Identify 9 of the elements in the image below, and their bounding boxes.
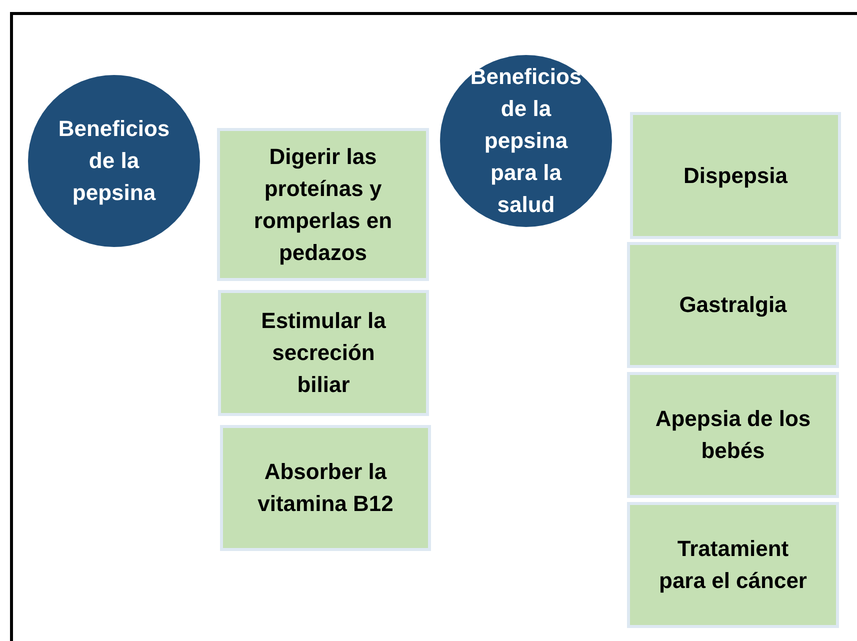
item-box: Tratamient para el cáncer <box>627 502 839 628</box>
topic-circle: Beneficios de la pepsina <box>28 75 200 247</box>
item-box: Digerir las proteínas y romperlas en pedazos <box>217 128 429 281</box>
topic-circle: Beneficios de la pepsina para la salud <box>440 55 612 227</box>
item-box: Absorber la vitamina B12 <box>220 425 431 551</box>
item-box: Dispepsia <box>630 112 841 239</box>
item-box: Estimular la secreción biliar <box>218 290 429 416</box>
item-box: Apepsia de los bebés <box>627 372 839 498</box>
item-box: Gastralgia <box>627 242 839 368</box>
